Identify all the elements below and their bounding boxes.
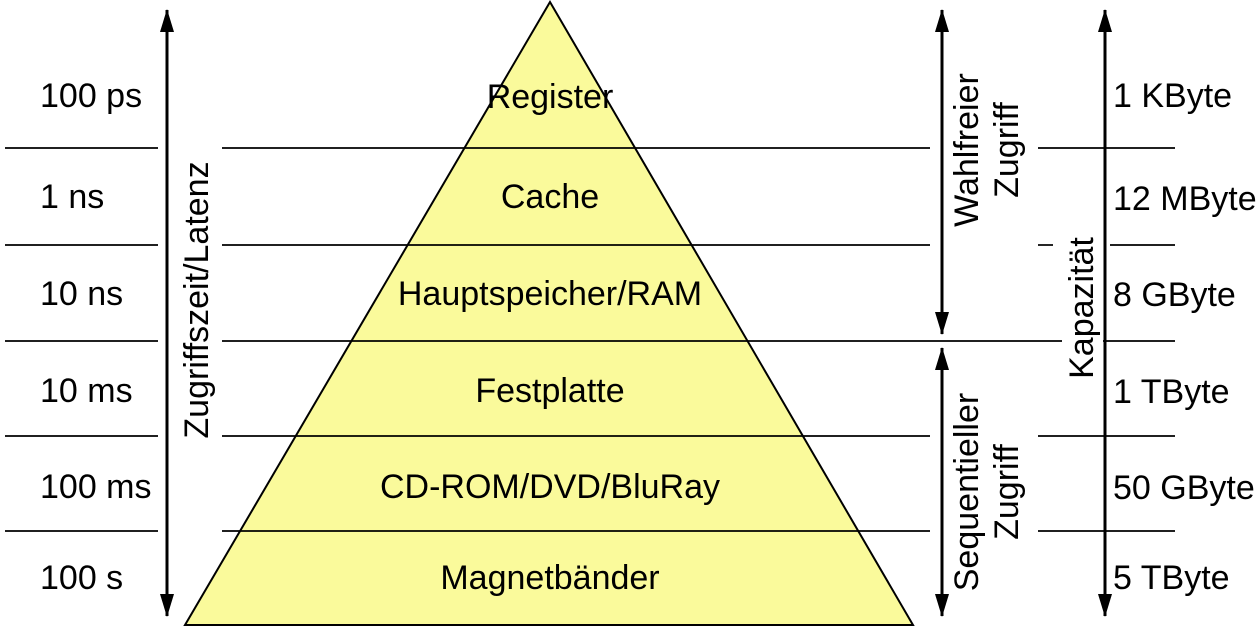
sequential-access-label-line2: Zugriff — [988, 444, 1026, 540]
pyramid-level-label: Cache — [501, 178, 599, 216]
capacity-axis-label: Kapazität — [1063, 237, 1101, 379]
capacity-value: 8 GByte — [1113, 276, 1236, 314]
capacity-value: 5 TByte — [1113, 559, 1230, 597]
pyramid-level-label: Register — [487, 78, 614, 116]
pyramid-level-labels: Register Cache Hauptspeicher/RAM Festpla… — [380, 78, 720, 597]
latency-value: 100 ms — [40, 468, 152, 506]
capacity-value: 1 KByte — [1113, 77, 1232, 115]
pyramid-level-label: Magnetbänder — [440, 559, 659, 597]
random-access-label-line1: Wahlfreier — [948, 73, 986, 227]
capacity-value: 1 TByte — [1113, 373, 1230, 411]
latency-value: 100 ps — [40, 77, 142, 115]
latency-value: 100 s — [40, 559, 123, 597]
latency-value: 1 ns — [40, 178, 104, 216]
axis-arrows — [160, 8, 1112, 617]
capacity-values: 1 KByte 12 MByte 8 GByte 1 TByte 50 GByt… — [1113, 77, 1257, 597]
pyramid-level-label: CD-ROM/DVD/BluRay — [380, 468, 720, 506]
latency-value: 10 ms — [40, 372, 133, 410]
latency-axis-label: Zugriffszeit/Latenz — [178, 161, 216, 438]
random-access-label-line2: Zugriff — [988, 102, 1026, 198]
pyramid-level-label: Hauptspeicher/RAM — [398, 275, 702, 313]
latency-values: 100 ps 1 ns 10 ns 10 ms 100 ms 100 s — [40, 77, 152, 597]
capacity-value: 12 MByte — [1113, 180, 1257, 218]
pyramid-level-label: Festplatte — [475, 372, 624, 410]
sequential-access-label-line1: Sequentieller — [948, 393, 986, 591]
latency-value: 10 ns — [40, 275, 123, 313]
pyramid-shape — [183, 0, 915, 626]
capacity-value: 50 GByte — [1113, 469, 1255, 507]
